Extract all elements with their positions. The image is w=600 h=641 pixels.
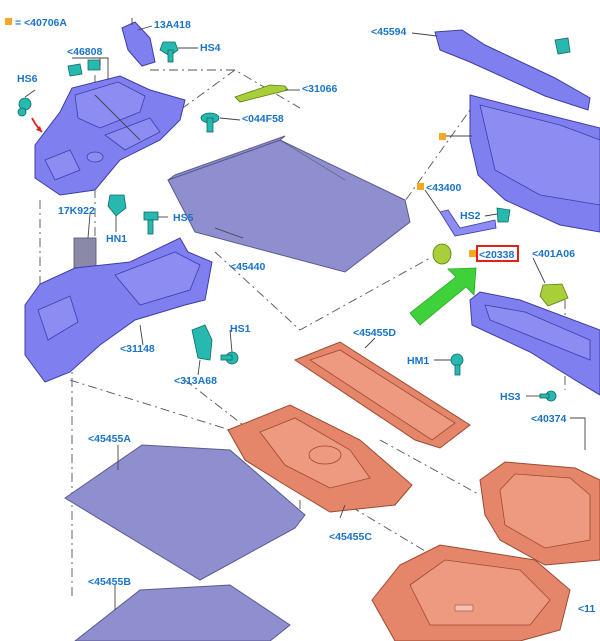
spare-well-cover (371, 544, 571, 641)
bracket-13A418 (121, 18, 156, 67)
quarter-trim-panel-lower (24, 237, 213, 383)
mat-45455A (64, 444, 306, 581)
floor-tray-45455C (227, 404, 413, 513)
label-45455C: <45455C (329, 531, 372, 543)
label-17K922: 17K922 (58, 205, 95, 217)
bracket-43400 (417, 183, 511, 237)
label-hn1: HN1 (106, 233, 127, 245)
bracket-313A68 (191, 324, 213, 361)
liftgate-trim-panel (469, 94, 600, 233)
legend-text: = <40706A (15, 17, 67, 29)
bumper-20338 (432, 243, 476, 265)
sill-trim-40374 (469, 291, 600, 396)
red-rotation-arrowhead-icon (36, 126, 42, 132)
mat-45455B (74, 584, 291, 641)
trim-45594 (434, 29, 591, 111)
label-313A68: <313A68 (174, 375, 217, 387)
fastener-hm1 (450, 353, 464, 376)
label-40374: <40374 (531, 413, 566, 425)
clip-top-right (554, 37, 571, 55)
label-hs3: HS3 (500, 391, 521, 403)
orange-marker-icon-2 (417, 183, 424, 190)
label-20338[interactable]: <20338 (479, 249, 514, 261)
label-43400: <43400 (426, 182, 461, 194)
orange-marker-icon-1 (439, 133, 446, 140)
quarter-trim-panel-upper (34, 75, 186, 196)
green-pointer-arrow-icon (409, 267, 477, 326)
clips-46808 (67, 57, 109, 80)
fastener-hs4 (159, 41, 179, 63)
label-45455B: <45455B (88, 576, 131, 588)
label-401A06: <401A06 (532, 248, 575, 260)
label-45594: <45594 (371, 26, 406, 38)
label-hs5: HS5 (173, 212, 194, 224)
orange-marker-icon-3 (469, 250, 476, 257)
label-31148: <31148 (120, 343, 155, 355)
strip-31066 (234, 84, 289, 103)
label-13A418: 13A418 (154, 19, 191, 31)
storage-bin-right (479, 461, 600, 566)
label-hs1: HS1 (230, 323, 251, 335)
cap-401A06 (539, 283, 569, 307)
fastener-hn1 (107, 194, 127, 217)
label-31066: <31066 (302, 83, 337, 95)
floor-panel-45455D (293, 341, 471, 449)
cap-044F58 (200, 112, 220, 133)
fastener-hs1 (220, 351, 239, 365)
label-46808: <46808 (67, 46, 102, 58)
fastener-hs3 (539, 390, 557, 402)
label-hs4: HS4 (200, 42, 221, 54)
highlight-box-20338 (476, 245, 519, 262)
label-11: <11 (578, 603, 595, 615)
leader-lines (24, 25, 586, 610)
callout-labels: 13A418 HS4 <46808 HS6 <31066 <044F58 <45… (17, 19, 595, 615)
label-45455D: <45455D (353, 327, 396, 339)
label-45440: <45440 (230, 261, 265, 273)
legend-marker-icon (5, 18, 12, 25)
label-45455A: <45455A (88, 433, 131, 445)
luggage-cover-45440 (167, 135, 411, 273)
label-044F58: <044F58 (242, 113, 284, 125)
legend: = <40706A (5, 17, 67, 29)
fastener-hs6 (17, 97, 32, 117)
plate-17K922 (73, 237, 97, 271)
label-hm1: HM1 (407, 355, 429, 367)
label-hs6: HS6 (17, 73, 38, 85)
fastener-hs5 (143, 211, 159, 235)
label-hs2: HS2 (460, 210, 481, 222)
